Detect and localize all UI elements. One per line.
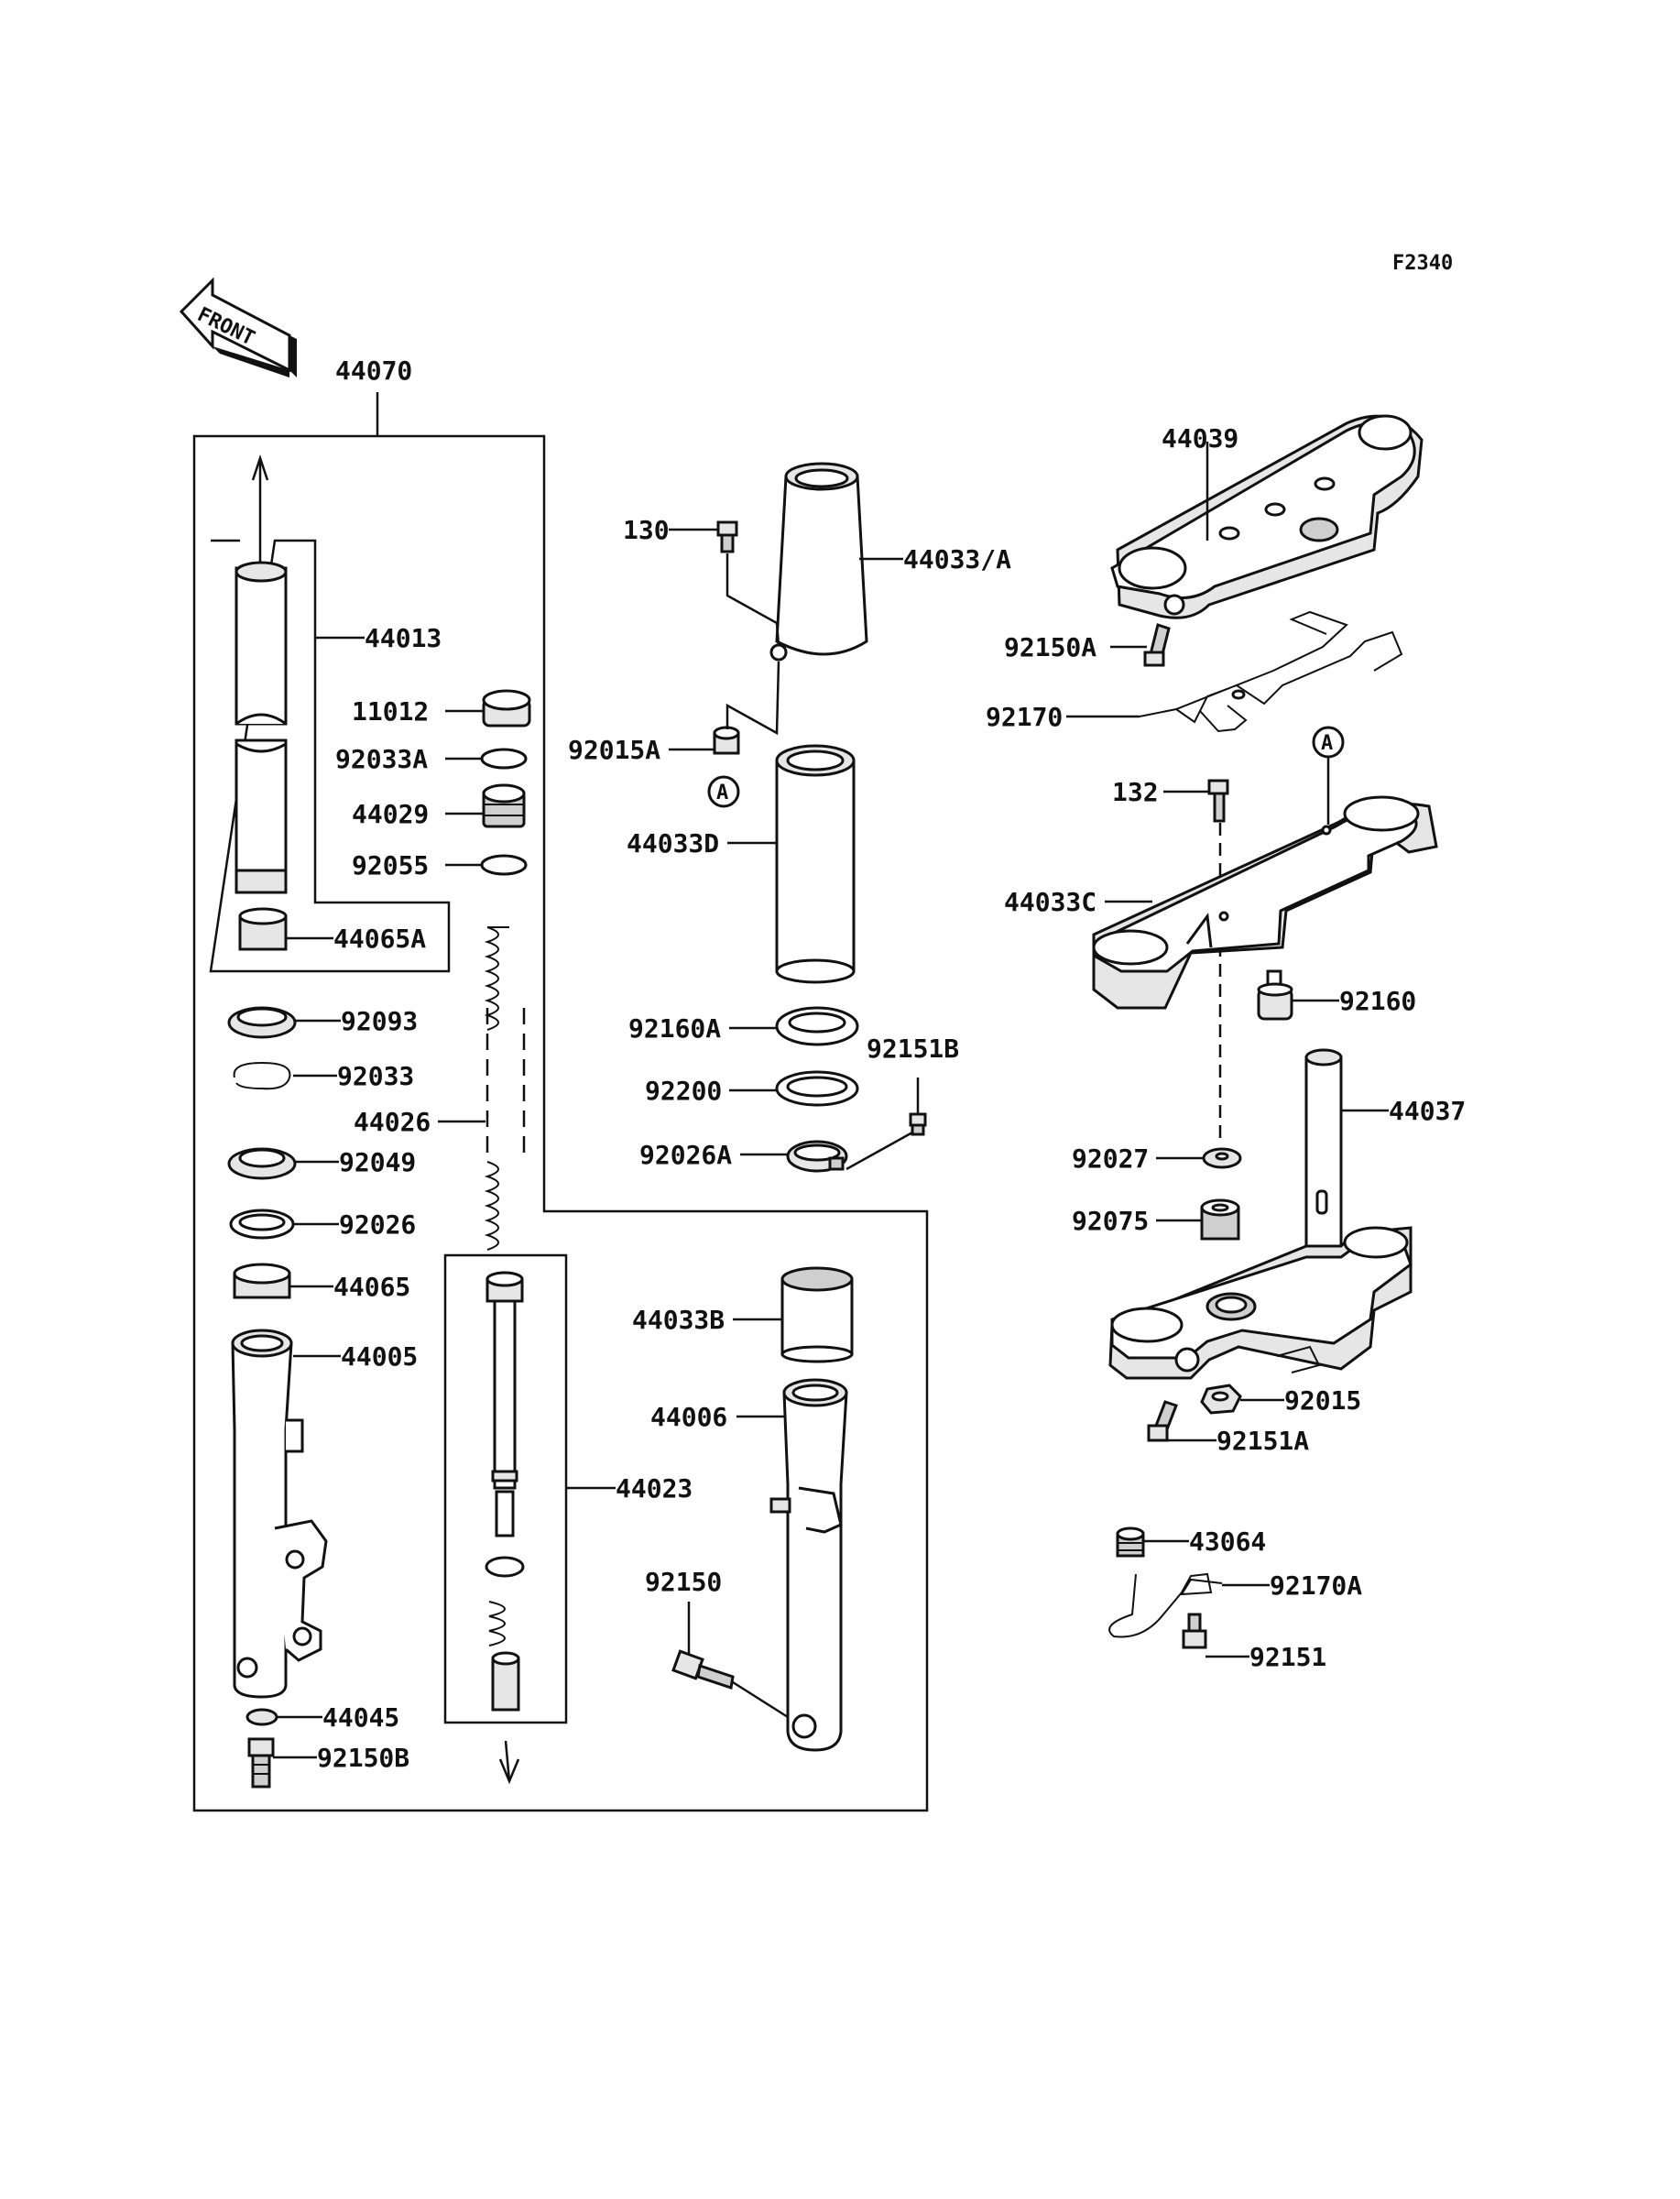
part-lower-cover-44033C xyxy=(1092,795,1438,1010)
part-bushing-44065 xyxy=(233,1263,291,1299)
part-steering-stem xyxy=(1108,1048,1413,1380)
part-bolt-92150B xyxy=(247,1737,275,1789)
part-circlip-92033 xyxy=(233,1061,291,1090)
part-bushing-92075 xyxy=(1200,1198,1240,1241)
part-seal-92093 xyxy=(227,1006,297,1039)
part-spring-43064 xyxy=(1116,1526,1145,1558)
label-44029: 44029 xyxy=(352,799,429,829)
label-92015: 92015 xyxy=(1284,1385,1361,1416)
part-washer-92160A xyxy=(775,1006,859,1046)
part-upper-cover xyxy=(769,462,868,662)
part-fork-tube xyxy=(235,561,288,894)
label-92200: 92200 xyxy=(645,1076,722,1106)
part-spring-44026 xyxy=(484,926,526,1251)
part-bolt-92151A xyxy=(1147,1400,1178,1442)
part-nut-92015A xyxy=(713,726,740,755)
part-clamp-92170A xyxy=(1108,1572,1223,1638)
label-44070: 44070 xyxy=(335,356,412,386)
part-bolt-92150A xyxy=(1143,623,1171,667)
part-washer-92027 xyxy=(1202,1147,1242,1169)
diagram-id: F2340 xyxy=(1392,252,1453,275)
label-92033A: 92033A xyxy=(335,744,428,774)
label-92027: 92027 xyxy=(1072,1143,1149,1174)
label-92150A: 92150A xyxy=(1004,632,1096,662)
callout-a-left xyxy=(707,775,740,808)
label-44013: 44013 xyxy=(365,623,442,653)
label-44005: 44005 xyxy=(341,1341,418,1372)
part-cover-44033B xyxy=(780,1266,854,1363)
part-nut-92015 xyxy=(1200,1384,1242,1415)
part-outer-tube-right xyxy=(769,1378,848,1752)
label-44033D: 44033D xyxy=(627,828,719,859)
part-cover-tube-44033D xyxy=(775,744,856,984)
part-oring-92055 xyxy=(480,854,528,876)
label-92075: 92075 xyxy=(1072,1206,1149,1236)
callout-a-left-text: A xyxy=(716,782,728,804)
label-92160: 92160 xyxy=(1339,986,1416,1016)
label-44033C: 44033C xyxy=(1004,887,1096,917)
label-92015A: 92015A xyxy=(568,735,660,765)
part-bushing-44065A xyxy=(238,907,288,951)
part-oring-92033A xyxy=(480,748,528,770)
part-screw-92151B xyxy=(909,1112,927,1136)
label-92151: 92151 xyxy=(1249,1642,1326,1672)
label-92151A: 92151A xyxy=(1216,1426,1309,1456)
label-11012: 11012 xyxy=(352,696,429,727)
part-screw-130 xyxy=(716,520,738,553)
part-seal-92049 xyxy=(227,1147,297,1180)
label-44023: 44023 xyxy=(616,1473,693,1504)
label-92026: 92026 xyxy=(339,1209,416,1240)
label-92170A: 92170A xyxy=(1270,1570,1362,1601)
label-92033: 92033 xyxy=(337,1061,414,1091)
label-44065A: 44065A xyxy=(333,924,426,954)
part-washer-92026 xyxy=(229,1209,295,1240)
label-92160A: 92160A xyxy=(628,1013,721,1044)
part-screw-132 xyxy=(1207,779,1229,823)
label-44033A: 44033/A xyxy=(903,544,1011,574)
label-44026: 44026 xyxy=(354,1107,431,1137)
label-43064: 43064 xyxy=(1189,1526,1266,1557)
label-92049: 92049 xyxy=(339,1147,416,1177)
part-wire-clamp-92170 xyxy=(1139,610,1403,733)
label-92055: 92055 xyxy=(352,850,429,881)
label-130: 130 xyxy=(623,515,670,545)
label-44065: 44065 xyxy=(333,1272,410,1302)
label-132: 132 xyxy=(1112,777,1159,807)
label-92150: 92150 xyxy=(645,1567,722,1597)
label-44033B: 44033B xyxy=(632,1305,725,1335)
label-92150B: 92150B xyxy=(317,1743,409,1773)
part-bolt-92150 xyxy=(671,1649,735,1690)
part-upper-bracket xyxy=(1110,414,1424,619)
front-arrow-icon: FRONT xyxy=(179,277,297,377)
label-92170: 92170 xyxy=(986,702,1063,732)
label-92151B: 92151B xyxy=(867,1034,959,1064)
part-ring-92200 xyxy=(775,1070,859,1107)
part-plug-44029 xyxy=(482,783,526,828)
label-92093: 92093 xyxy=(341,1006,418,1036)
label-92026A: 92026A xyxy=(639,1140,732,1170)
label-44039: 44039 xyxy=(1162,423,1238,454)
part-washer-44045 xyxy=(245,1708,278,1726)
assembly-44070-frame xyxy=(192,434,929,1812)
label-44037: 44037 xyxy=(1389,1096,1466,1126)
assembly-44013-frame xyxy=(209,539,451,973)
callout-a-right-text: A xyxy=(1321,732,1333,755)
label-44045: 44045 xyxy=(322,1702,399,1733)
label-44006: 44006 xyxy=(650,1402,727,1432)
part-outer-tube-left xyxy=(231,1329,328,1699)
part-damper-rod xyxy=(485,1271,525,1712)
part-clamp-92026A xyxy=(786,1140,848,1173)
part-cap-11012 xyxy=(482,689,531,728)
part-spacer-92160 xyxy=(1257,969,1293,1021)
part-screw-92151 xyxy=(1182,1613,1207,1649)
